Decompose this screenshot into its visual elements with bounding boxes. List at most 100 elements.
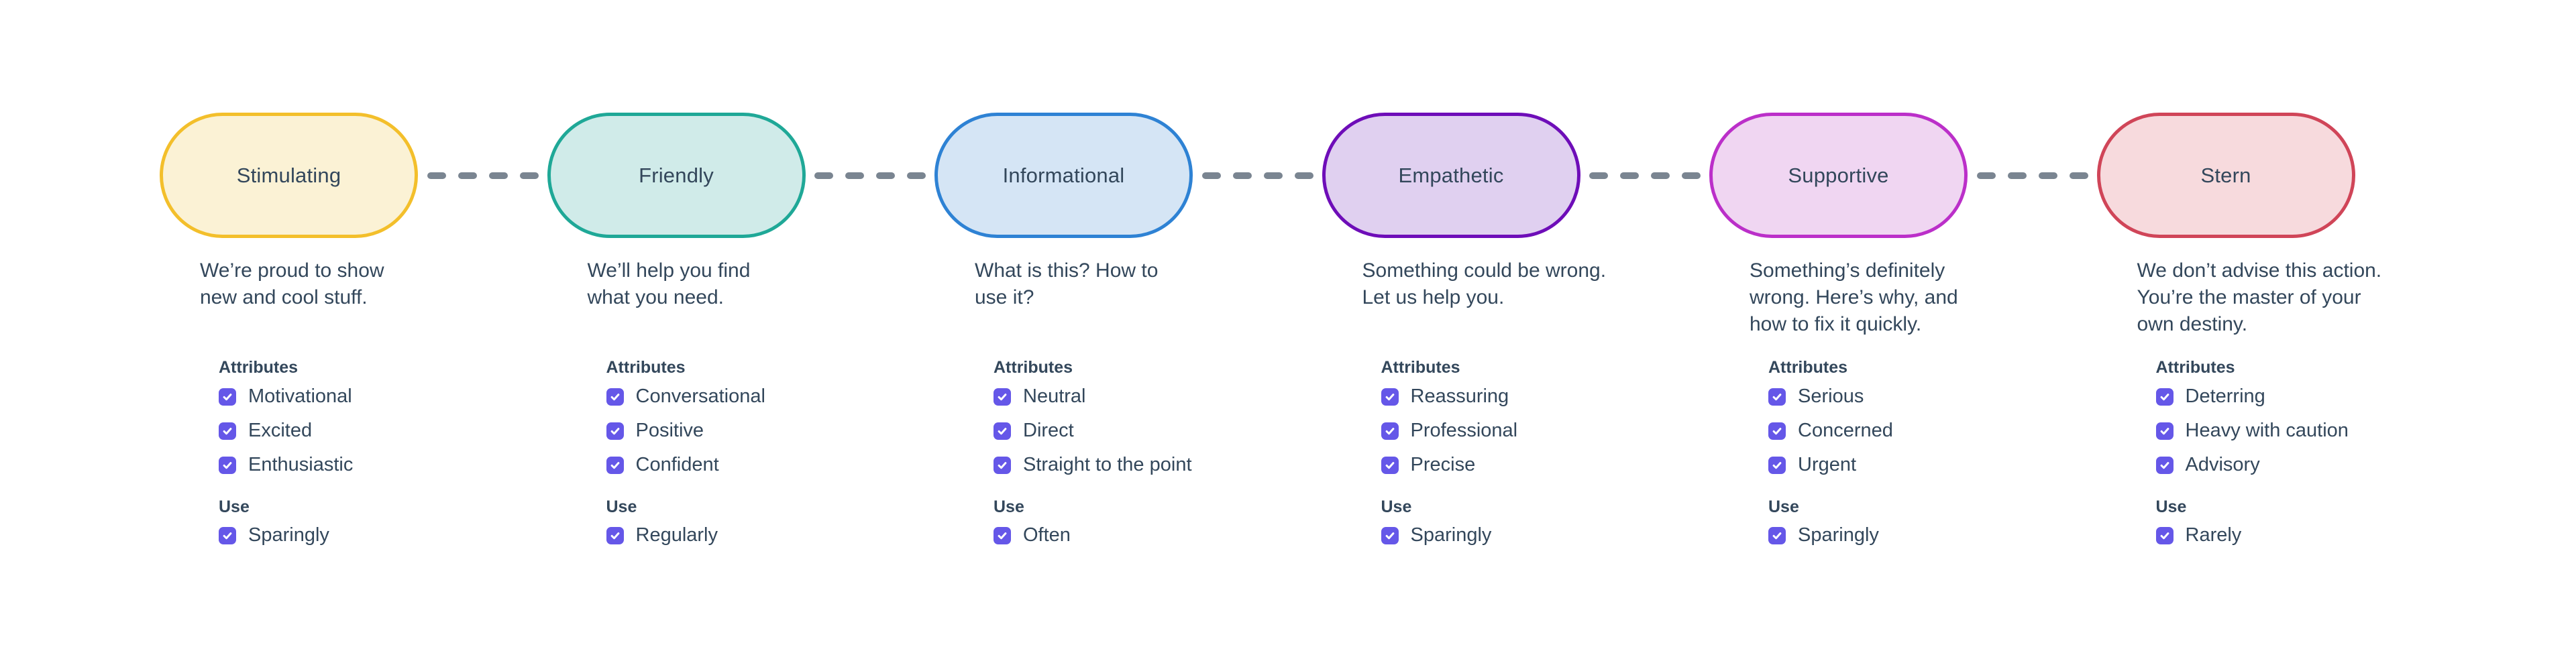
checkbox-checked-icon[interactable] — [606, 422, 624, 440]
dash — [2069, 172, 2088, 179]
tone-description: Something could be wrong. Let us help yo… — [1362, 259, 1607, 308]
checkbox-row[interactable]: Regularly — [606, 526, 718, 545]
attributes-list: Serious Concerned Urgent — [1768, 387, 1893, 489]
checkbox-checked-icon[interactable] — [219, 388, 236, 406]
checkbox-label: Heavy with caution — [2185, 420, 2349, 441]
tone-description: We’re proud to show new and cool stuff. — [200, 259, 384, 308]
attributes-list: Neutral Direct Straight to the point — [994, 387, 1192, 489]
checkbox-checked-icon[interactable] — [2155, 422, 2174, 440]
tone-column-informational: Informational What is this? How to use i… — [934, 0, 1322, 649]
connector-dashes — [1193, 172, 1322, 179]
checkbox-checked-icon[interactable] — [1768, 422, 1786, 440]
checkbox-label: Concerned — [1798, 420, 1893, 441]
checkbox-checked-icon[interactable] — [219, 456, 236, 474]
checkbox-label: Regularly — [635, 524, 718, 546]
checkbox-label: Excited — [248, 420, 313, 441]
checkbox-label: Conversational — [635, 386, 765, 407]
checkbox-row[interactable]: Serious — [1768, 387, 1893, 406]
tone-column-stimulating: Stimulating We’re proud to show new and … — [160, 0, 547, 649]
checkbox-row[interactable]: Professional — [1381, 421, 1517, 440]
checkbox-checked-icon[interactable] — [2155, 388, 2174, 406]
checkbox-row[interactable]: Sparingly — [219, 526, 329, 545]
tone-description: What is this? How to use it? — [975, 259, 1159, 308]
tone-pill: Stimulating — [160, 113, 418, 238]
checkbox-row[interactable]: Positive — [606, 421, 765, 440]
checkbox-checked-icon[interactable] — [606, 388, 624, 406]
checkbox-label: Advisory — [2185, 454, 2260, 475]
checkbox-checked-icon[interactable] — [1381, 456, 1399, 474]
checkbox-row[interactable]: Urgent — [1768, 455, 1893, 475]
checkbox-row[interactable]: Sparingly — [1381, 524, 1492, 546]
attributes-label: Attributes — [1768, 358, 1848, 377]
checkbox-checked-icon[interactable] — [1381, 526, 1399, 544]
checkbox-label: Positive — [635, 420, 704, 441]
checkbox-checked-icon[interactable] — [1768, 456, 1786, 474]
checkbox-row[interactable]: Direct — [994, 421, 1192, 440]
tone-name: Supportive — [1788, 163, 1889, 187]
dash — [519, 172, 539, 179]
checkbox-row[interactable]: Enthusiastic — [219, 455, 353, 475]
checkbox-checked-icon[interactable] — [994, 456, 1011, 474]
checkbox-row[interactable]: Motivational — [219, 387, 353, 406]
checkbox-row[interactable]: Rarely — [2155, 526, 2241, 545]
checkbox-checked-icon[interactable] — [1381, 388, 1399, 406]
attributes-list: Conversational Positive Confident — [606, 387, 765, 489]
checkbox-row[interactable]: Deterring — [2155, 386, 2349, 407]
dash — [1976, 172, 1996, 179]
checkbox-row[interactable]: Precise — [1381, 455, 1518, 475]
use-list: Sparingly — [1381, 524, 1492, 560]
checkbox-label: Sparingly — [1410, 524, 1492, 546]
checkbox-label: Sparingly — [1798, 524, 1879, 546]
tone-column-supportive: Supportive Something’s definitely wrong.… — [1709, 0, 2097, 649]
checkbox-row[interactable]: Straight to the point — [994, 455, 1192, 475]
tone-pill: Empathetic — [1322, 113, 1580, 238]
checkbox-row[interactable]: Excited — [219, 421, 353, 440]
checkbox-checked-icon[interactable] — [219, 422, 236, 440]
checkbox-row[interactable]: Often — [994, 526, 1071, 545]
dash — [1263, 172, 1283, 179]
checkbox-label: Sparingly — [248, 524, 329, 546]
use-label: Use — [606, 497, 637, 516]
tone-description: Something’s definitely wrong. Here’s why… — [1750, 259, 1958, 335]
attributes-label: Attributes — [219, 358, 299, 377]
checkbox-checked-icon[interactable] — [2155, 456, 2174, 474]
checkbox-checked-icon[interactable] — [606, 456, 624, 474]
use-list: Sparingly — [219, 526, 329, 560]
checkbox-label: Deterring — [2185, 386, 2265, 407]
dash — [845, 172, 864, 179]
checkbox-checked-icon[interactable] — [1768, 526, 1786, 544]
dash — [2007, 172, 2027, 179]
checkbox-checked-icon[interactable] — [219, 526, 236, 544]
checkbox-row[interactable]: Advisory — [2155, 454, 2349, 475]
attributes-list: Deterring Heavy with caution Advisory — [2155, 386, 2349, 489]
checkbox-checked-icon[interactable] — [1381, 422, 1399, 440]
checkbox-label: Confident — [635, 454, 719, 475]
checkbox-row[interactable]: Concerned — [1768, 421, 1893, 440]
checkbox-row[interactable]: Reassuring — [1381, 387, 1518, 406]
tone-column-friendly: Friendly We’ll help you find what you ne… — [547, 0, 935, 649]
checkbox-checked-icon[interactable] — [606, 526, 624, 544]
tone-pill: Supportive — [1709, 113, 1968, 238]
use-list: Often — [994, 526, 1071, 560]
checkbox-checked-icon[interactable] — [994, 422, 1011, 440]
dash — [1651, 172, 1670, 179]
tone-column-stern: Stern We don’t advise this action. You’r… — [2096, 0, 2485, 649]
checkbox-checked-icon[interactable] — [2155, 526, 2174, 544]
checkbox-label: Neutral — [1023, 386, 1086, 407]
checkbox-checked-icon[interactable] — [994, 526, 1011, 544]
checkbox-label: Straight to the point — [1023, 454, 1192, 475]
checkbox-checked-icon[interactable] — [1768, 388, 1786, 406]
checkbox-checked-icon[interactable] — [994, 388, 1011, 406]
checkbox-row[interactable]: Conversational — [606, 387, 765, 406]
tone-name: Stern — [2200, 163, 2251, 187]
checkbox-row[interactable]: Heavy with caution — [2155, 420, 2349, 441]
connector-dashes — [1968, 172, 2097, 179]
connector-dashes — [1580, 172, 1710, 179]
checkbox-label: Direct — [1023, 420, 1074, 441]
checkbox-row[interactable]: Confident — [606, 455, 765, 475]
checkbox-row[interactable]: Neutral — [994, 387, 1192, 406]
tone-column-empathetic: Empathetic Something could be wrong. Let… — [1322, 0, 1710, 649]
use-label: Use — [994, 497, 1024, 516]
checkbox-row[interactable]: Sparingly — [1768, 526, 1879, 545]
